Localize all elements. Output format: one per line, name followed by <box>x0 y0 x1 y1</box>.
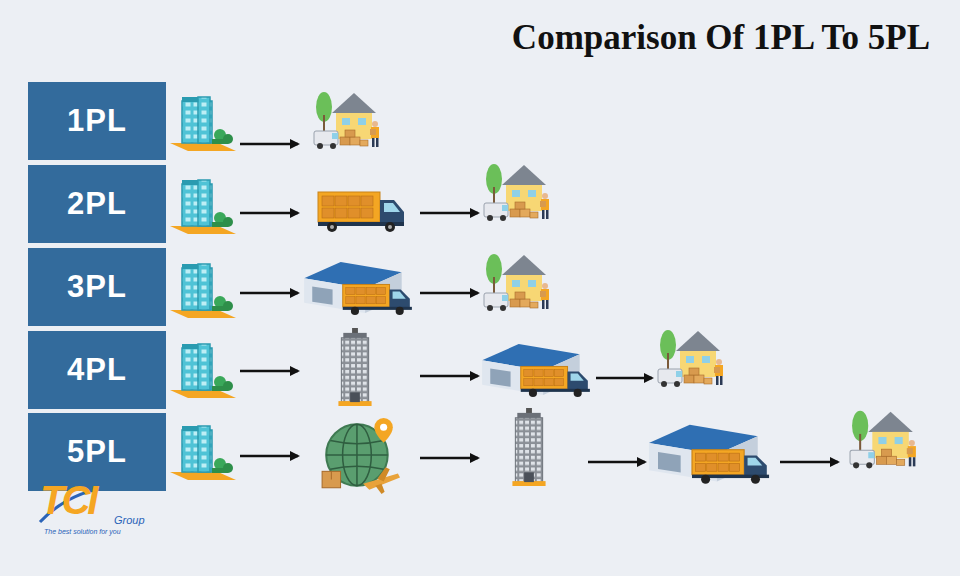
level-label: 4PL <box>67 352 127 388</box>
pl-level-box: 2PL <box>28 165 166 243</box>
pl-level-box: 1PL <box>28 82 166 160</box>
logo-mark: TCI <box>40 478 95 523</box>
level-label: 1PL <box>67 103 127 139</box>
level-label: 5PL <box>67 434 127 470</box>
pl-level-box: 4PL <box>28 331 166 409</box>
pl-level-box: 3PL <box>28 248 166 326</box>
logo-group: Group <box>114 514 145 526</box>
level-label: 2PL <box>67 186 127 222</box>
level-label: 3PL <box>67 269 127 305</box>
title: Comparison Of 1PL To 5PL <box>512 18 930 58</box>
logo-tagline: The best solution for you <box>44 528 121 535</box>
